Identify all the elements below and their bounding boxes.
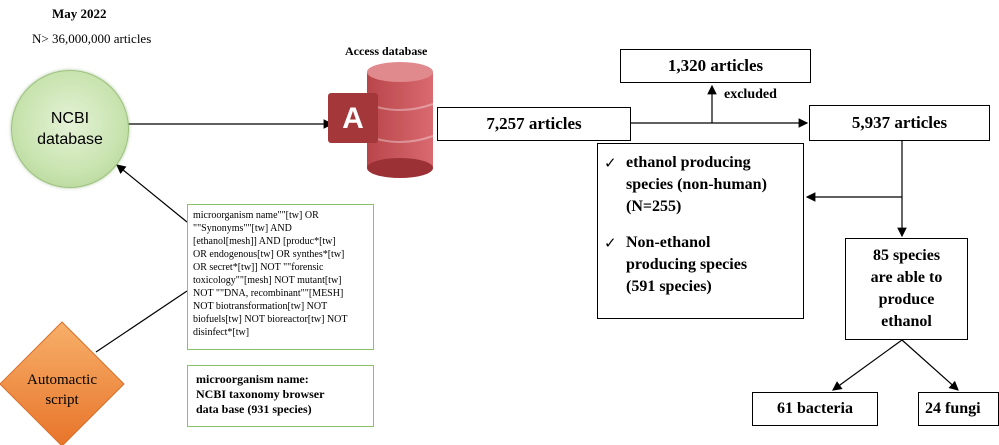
excluded-label: excluded	[724, 87, 777, 102]
search-query-box: microorganism name""[tw] OR ""Synonyms""…	[187, 204, 374, 350]
item2-line1: Non-ethanol	[626, 234, 711, 251]
species-checklist: ✓ ethanol producing species (non-human) …	[597, 143, 804, 319]
articles-5937-box: 5,937 articles	[809, 105, 990, 141]
ncbi-database-node: NCBI database	[11, 70, 129, 188]
script-diamond	[0, 321, 125, 445]
checklist-item-ethanol: ✓ ethanol producing species (non-human) …	[604, 152, 797, 218]
articles-1320-box: 1,320 articles	[620, 49, 811, 83]
taxonomy-line3: data base (931 species)	[196, 402, 312, 416]
query-line: biofuels[tw] NOT bioreactor[tw] NOT	[193, 314, 348, 325]
arrow-to-fungi	[901, 339, 959, 391]
species85-line3: produce	[878, 291, 935, 308]
arrow-query-to-ncbi	[116, 164, 188, 223]
item1-line3: (N=255)	[626, 198, 682, 215]
automatic-script-label: Automactic script	[12, 370, 112, 410]
query-line: OR secret*[tw]] NOT ""forensic	[193, 262, 324, 273]
query-line: OR endogenous[tw] OR synthes*[tw]	[193, 249, 345, 260]
bacteria-box: 61 bacteria	[752, 392, 878, 426]
script-line2: script	[45, 392, 79, 408]
articles-7257-box: 7,257 articles	[437, 107, 631, 141]
query-line: [ethanol[mesh]] AND [produc*[tw]	[193, 236, 336, 247]
species-85-box: 85 species are able to produce ethanol	[845, 238, 968, 340]
item1-line2: species (non-human)	[626, 176, 767, 193]
query-line: NOT biotransformation[tw] NOT	[193, 301, 328, 312]
taxonomy-line2: NCBI taxonomy browser	[196, 387, 325, 401]
fungi-box: 24 fungi	[918, 392, 999, 426]
item2-line2: producing species	[626, 256, 748, 273]
access-icon-letter: A	[342, 102, 364, 135]
checklist-item-non-ethanol: ✓ Non-ethanol producing species (591 spe…	[604, 232, 797, 298]
item2-line3: (591 species)	[626, 278, 712, 295]
date-label: May 2022	[52, 6, 107, 21]
query-line: ""Synonyms""[tw] AND	[193, 223, 292, 234]
species85-line4: ethanol	[881, 313, 932, 330]
ncbi-line2: database	[37, 131, 103, 148]
species85-line2: are able to	[870, 269, 943, 286]
ncbi-line1: NCBI	[50, 110, 90, 127]
line-script-to-query	[95, 290, 188, 353]
query-line: disinfect*[tw]	[193, 327, 250, 338]
species85-line1: 85 species	[872, 247, 941, 264]
taxonomy-source-box: microorganism name: NCBI taxonomy browse…	[187, 365, 374, 427]
script-line1: Automactic	[27, 372, 97, 388]
check-icon: ✓	[604, 234, 617, 252]
query-line: microorganism name""[tw] OR	[193, 210, 319, 221]
query-line: toxicology""[mesh] NOT mutant[tw]	[193, 275, 342, 286]
item1-line1: ethanol producing	[626, 154, 751, 171]
check-icon: ✓	[604, 154, 617, 172]
query-line: NOT ""DNA, recombinant""[MESH]	[193, 288, 344, 299]
arrow-to-bacteria	[832, 339, 903, 391]
access-database-title: Access database	[345, 44, 428, 58]
taxonomy-line1: microorganism name:	[196, 372, 309, 386]
article-count-label: N> 36,000,000 articles	[32, 31, 152, 46]
access-database-icon: A	[328, 62, 434, 178]
